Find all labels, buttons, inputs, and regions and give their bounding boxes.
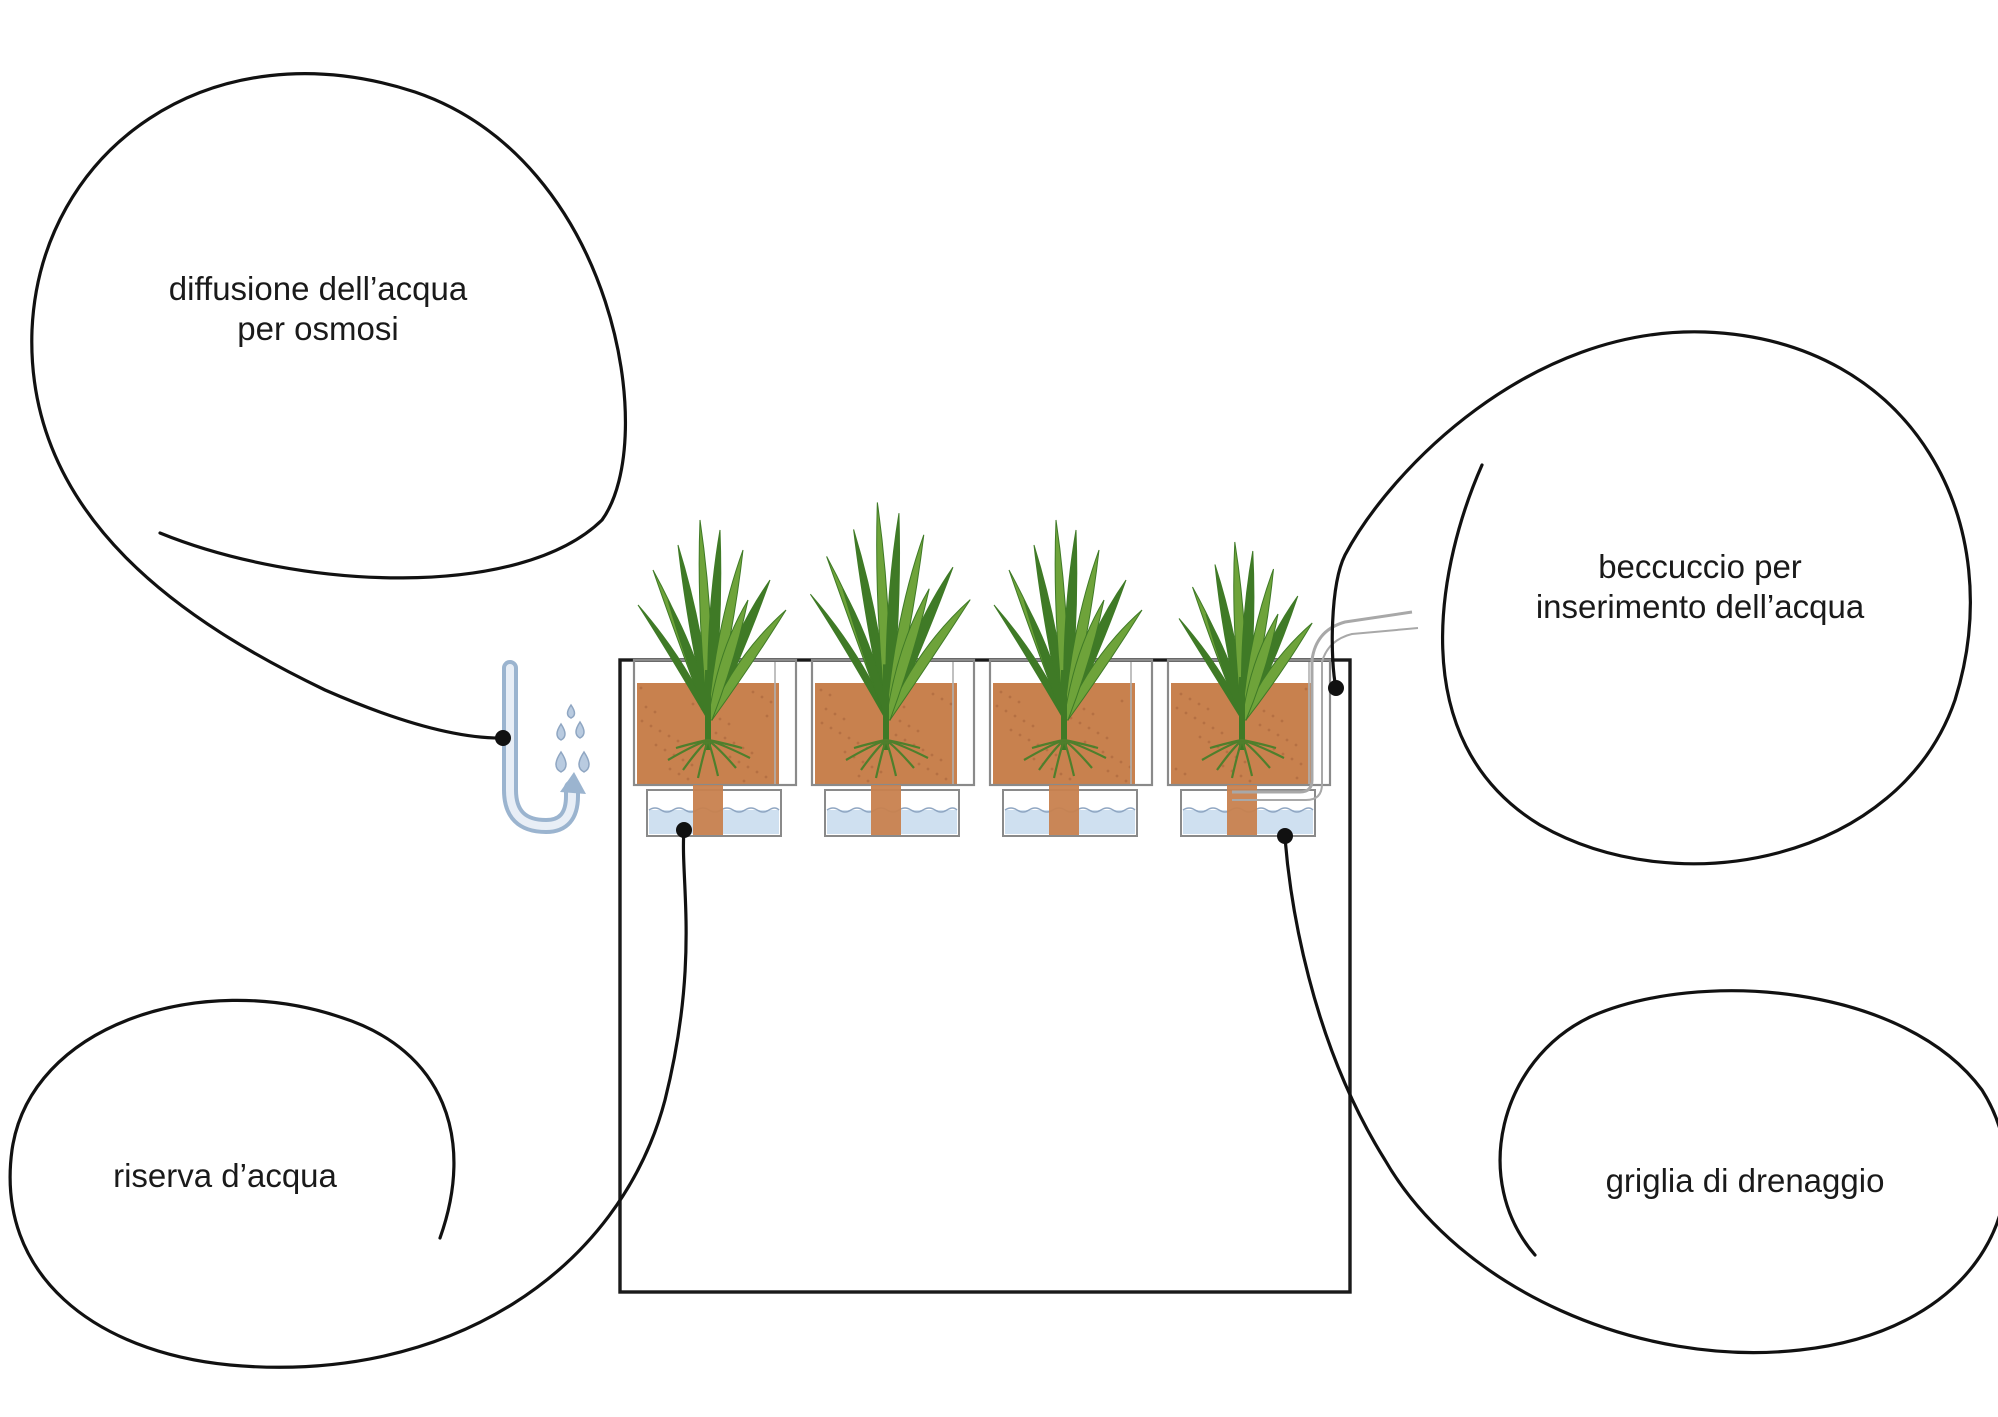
callout-reserve: riserva d’acqua [8,822,692,1369]
reserve-label: riserva d’acqua [113,1157,337,1194]
pot [632,519,798,837]
pot [1166,541,1332,837]
spout-label-line2: inserimento dell’acqua [1536,588,1865,625]
pot [809,502,976,837]
drainage-label: griglia di drenaggio [1606,1162,1885,1199]
osmosis-label-line1: diffusione dell’acqua [169,270,468,307]
seedling-icon [809,502,971,779]
osmosis-label-line2: per osmosi [237,310,398,347]
callout-spout: beccuccio per inserimento dell’acqua [1328,330,1972,866]
pot [988,519,1154,837]
spout-label-line1: beccuccio per [1598,548,1802,585]
callout-osmosis: diffusione dell’acqua per osmosi [30,72,627,746]
seedling-icon [993,519,1143,779]
planter-frame [618,658,1352,1294]
callout-drainage: griglia di drenaggio [1277,828,1998,1355]
u-pipe-osmosis-icon [502,660,586,835]
seedling-icon [637,519,787,779]
water-drops-icon [555,703,590,773]
water-spout-icon [1232,610,1419,801]
seedling-icon [1178,541,1313,779]
pots-row [632,502,1332,837]
